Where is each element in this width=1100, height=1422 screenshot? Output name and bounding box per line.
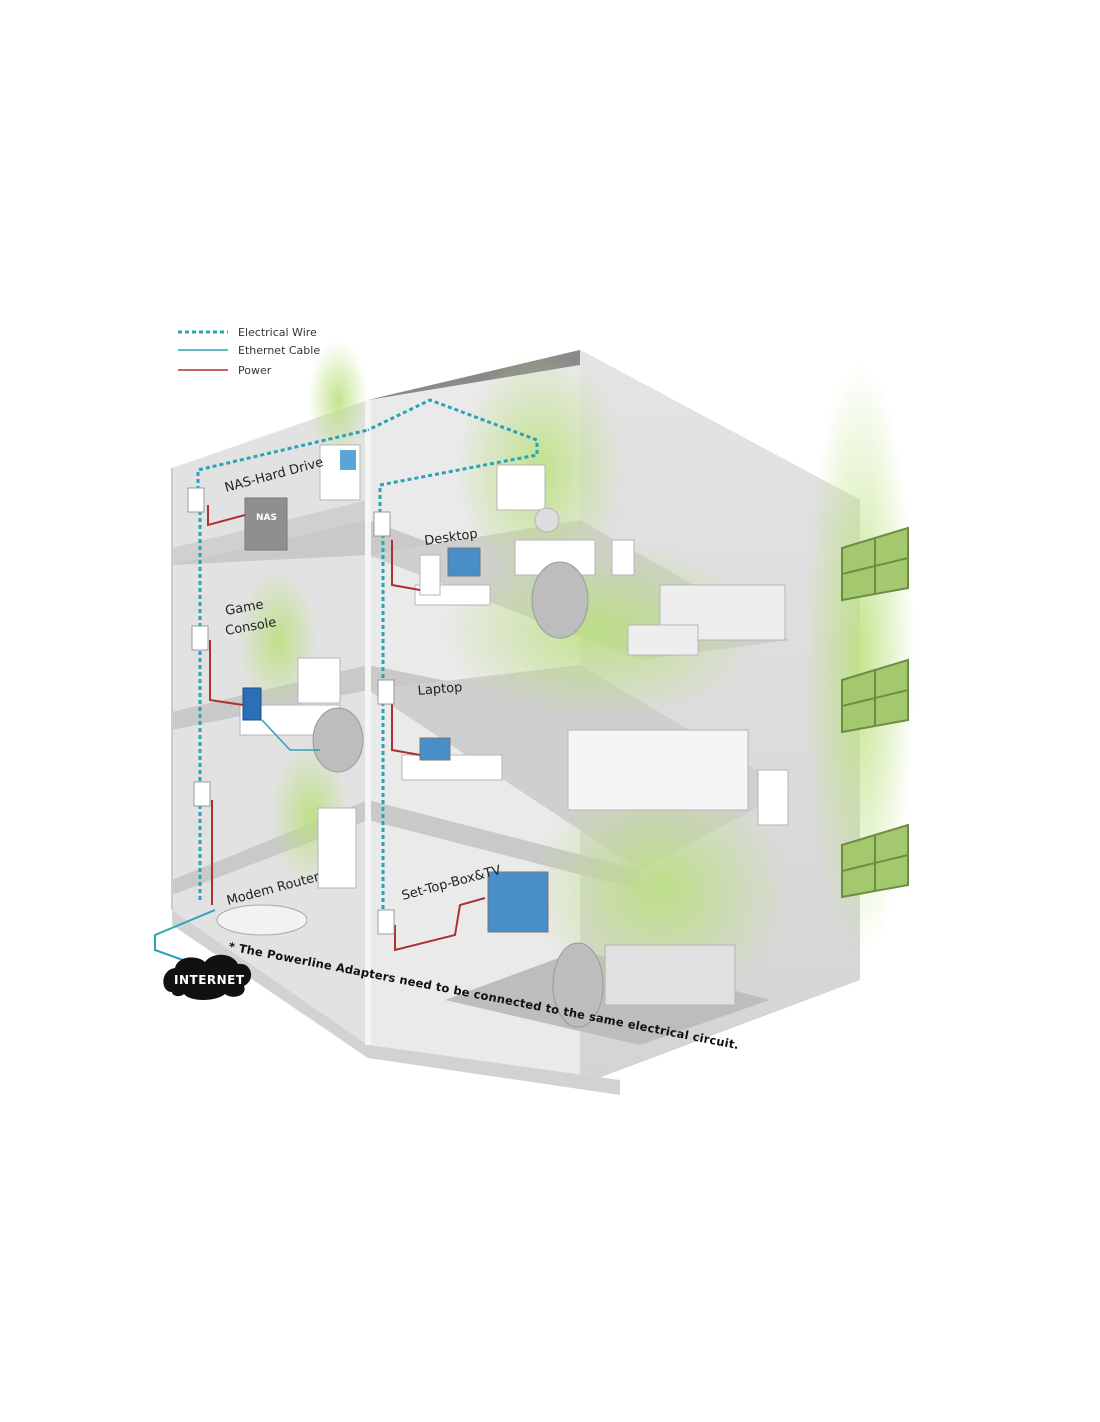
legend: Electrical Wire Ethernet Cable Power: [178, 326, 320, 377]
adapter-desktop: [373, 511, 391, 537]
windows: [841, 526, 909, 899]
power-desktop: [391, 540, 421, 591]
tv: [487, 871, 549, 933]
label-desktop: Desktop: [423, 527, 478, 549]
adapter-laptop: [377, 679, 395, 705]
nas-box-label: NAS: [256, 513, 277, 523]
bed: [567, 729, 749, 811]
power-settop: [394, 897, 486, 952]
desktop-monitor: [447, 547, 481, 577]
window-top: [841, 526, 909, 602]
adapter-modem: [193, 781, 211, 807]
cloud-shape: [163, 954, 252, 1000]
person-desktop: [531, 561, 589, 639]
legend-power-label: Power: [238, 364, 272, 377]
laptop-desk: [401, 754, 503, 781]
legend-ethernet-cable-label: Ethernet Cable: [238, 344, 320, 357]
window-middle: [841, 658, 909, 734]
person-gamer: [312, 707, 364, 773]
desktop-tower: [419, 554, 441, 596]
tv-stand: [297, 657, 341, 704]
window-bottom: [841, 823, 909, 899]
legend-electrical-wire-label: Electrical Wire: [238, 326, 317, 339]
internet-label: INTERNET: [174, 973, 245, 987]
electrical-wire-left: [196, 428, 369, 900]
adapter-console: [191, 625, 209, 651]
wall-picture: [496, 464, 546, 511]
doorway: [317, 807, 357, 889]
coffee-table: [627, 624, 699, 656]
electrical-wire-right: [367, 398, 539, 910]
power-laptop: [391, 700, 421, 756]
lamp: [534, 507, 560, 533]
ground-slab: [172, 910, 620, 1095]
nas-box: [244, 497, 288, 551]
adapter-nas: [187, 487, 205, 513]
label-game-line1: Game: [224, 597, 265, 618]
power-console: [209, 640, 244, 706]
modem-router: [216, 904, 308, 936]
person-jumping: [552, 942, 604, 1028]
internet-cloud: INTERNET: [163, 954, 252, 1000]
desk-drawers: [611, 539, 635, 576]
ethernet-modem-internet: [154, 909, 216, 969]
adapter-settop: [377, 909, 395, 935]
laptop: [419, 737, 451, 761]
wardrobe: [757, 769, 789, 826]
power-nas: [207, 505, 246, 527]
label-laptop: Laptop: [417, 680, 463, 699]
floor-top-slab: [172, 520, 640, 640]
furniture: NAS: [216, 444, 789, 1028]
game-console: [242, 687, 262, 721]
wiring: [154, 398, 539, 969]
ethernet-console: [261, 719, 320, 751]
tv-sofa: [604, 944, 736, 1006]
